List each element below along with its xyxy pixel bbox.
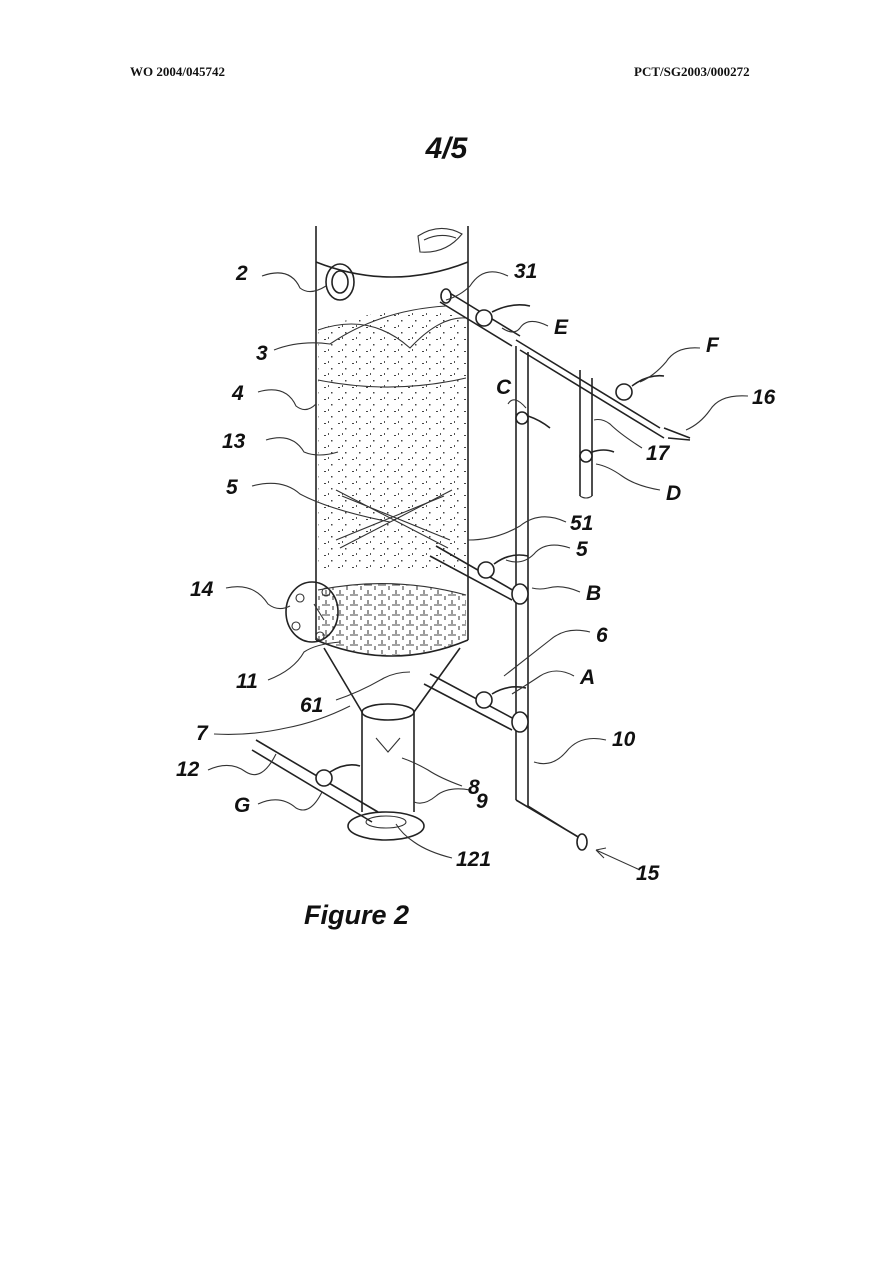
leader-lines: [207, 271, 749, 871]
label-12: 12: [176, 758, 200, 781]
label-7: 7: [196, 722, 209, 745]
label-3: 3: [256, 342, 268, 365]
label-14: 14: [190, 578, 214, 601]
label-5b: 5: [576, 538, 588, 561]
label-B: B: [586, 582, 601, 605]
feed-riser-10: [423, 346, 588, 851]
label-4: 4: [231, 382, 244, 405]
label-17: 17: [646, 442, 671, 465]
label-2: 2: [235, 262, 248, 285]
top-hatch: [417, 227, 463, 253]
label-9: 9: [476, 790, 488, 813]
label-D: D: [666, 482, 681, 505]
outlet-pipe-12: [251, 739, 379, 823]
label-G: G: [234, 794, 250, 817]
lower-chamber: [347, 703, 425, 841]
reference-labels: 2 3 4 13 5 14 11 61 7 12 G 31 E F C 16 1…: [176, 260, 776, 885]
label-F: F: [706, 334, 720, 357]
publication-number: WO 2004/045742: [130, 64, 225, 79]
label-10: 10: [612, 728, 636, 751]
figure-caption: Figure 2: [304, 900, 409, 930]
label-C: C: [496, 376, 512, 399]
label-121: 121: [456, 848, 491, 871]
label-5a: 5: [226, 476, 238, 499]
label-16: 16: [752, 386, 776, 409]
diffuser-cross: [335, 489, 453, 549]
label-61: 61: [300, 694, 323, 717]
label-15: 15: [636, 862, 660, 885]
label-8: 8: [468, 776, 480, 799]
label-31: 31: [514, 260, 537, 283]
inlet-fitting-2: [325, 263, 355, 301]
label-11: 11: [236, 670, 258, 693]
inspection-port-14: [285, 581, 339, 643]
label-A: A: [579, 666, 595, 689]
column-vessel: [315, 226, 469, 713]
label-E: E: [554, 316, 569, 339]
application-number: PCT/SG2003/000272: [634, 64, 750, 79]
label-13: 13: [222, 430, 246, 453]
label-51: 51: [570, 512, 593, 535]
label-6: 6: [596, 624, 608, 647]
page-number: 4/5: [425, 132, 468, 165]
